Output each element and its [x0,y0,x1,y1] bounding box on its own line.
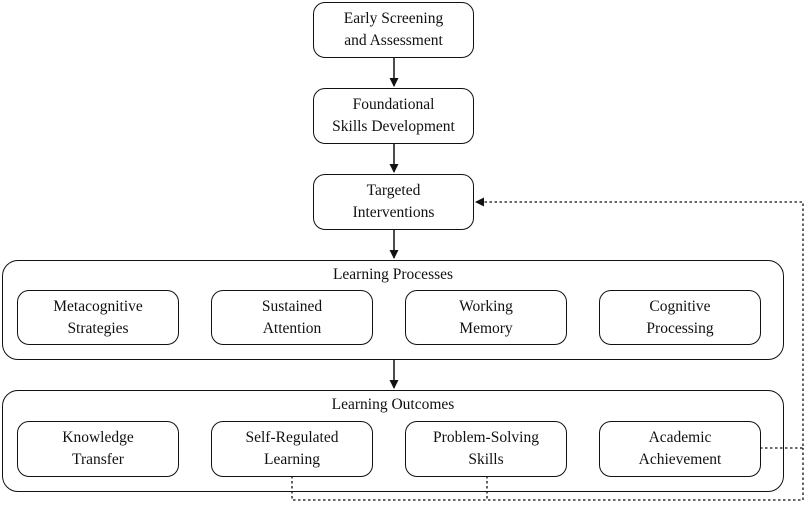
process-item-label: Working Memory [459,297,513,337]
learning-processes-title: Learning Processes [332,266,454,283]
outcome-item-academic-achievement: Academic Achievement [599,421,761,477]
process-item-label: Cognitive Processing [646,297,714,337]
outcome-item-label: Self-Regulated Learning [245,429,339,468]
process-item-working-memory: Working Memory [405,290,567,345]
outcome-item-label: Knowledge Transfer [62,429,134,468]
learning-processes-group: Learning Processes [2,260,784,360]
foundational-skills-box: Foundational Skills Development [313,88,474,144]
outcome-item-self-regulated: Self-Regulated Learning [211,421,373,477]
process-item-metacognitive: Metacognitive Strategies [17,290,179,345]
process-item-label: Sustained Attention [261,297,323,337]
learning-outcomes-title: Learning Outcomes [331,396,455,413]
foundational-skills-label: Foundational Skills Development [332,96,455,135]
early-screening-box: Early Screening and Assessment [313,2,474,58]
process-item-sustained-attention: Sustained Attention [211,290,373,345]
outcome-item-label: Academic Achievement [638,429,722,468]
targeted-interventions-box: Targeted Interventions [313,174,474,230]
outcome-item-knowledge-transfer: Knowledge Transfer [17,421,179,477]
early-screening-label: Early Screening and Assessment [343,10,444,49]
outcome-item-label: Problem-Solving Skills [433,429,539,468]
outcome-item-problem-solving: Problem-Solving Skills [405,421,567,477]
process-item-label: Metacognitive Strategies [53,297,143,337]
targeted-interventions-label: Targeted Interventions [352,182,435,221]
learning-outcomes-group: Learning Outcomes [2,390,784,492]
process-item-cognitive-processing: Cognitive Processing [599,290,761,345]
